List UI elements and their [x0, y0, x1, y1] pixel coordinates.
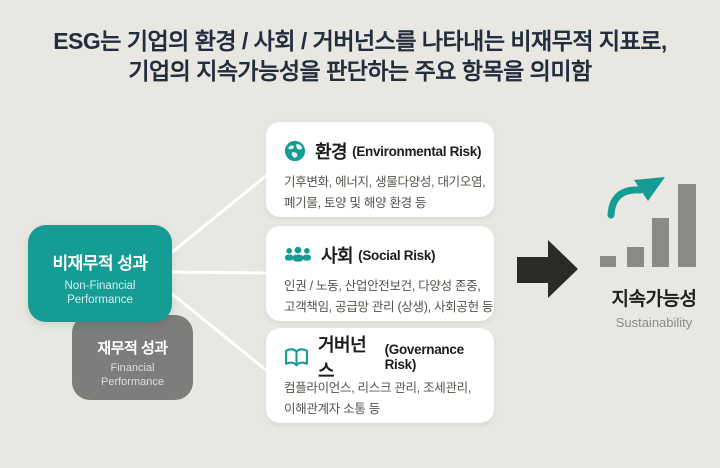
- card-governance: 거버넌스 (Governance Risk) 컴플라이언스, 리스크 관리, 조…: [266, 328, 494, 423]
- card-governance-title: 거버넌스: [318, 335, 367, 381]
- non-financial-performance-box: 비재무적 성과 Non-Financial Performance: [28, 225, 172, 322]
- non-financial-sublabel: Non-Financial Performance: [64, 280, 136, 306]
- financial-label: 재무적 성과: [97, 340, 168, 357]
- book-icon: [285, 347, 308, 366]
- sustainability-english: Sustainability: [615, 315, 693, 330]
- card-social: 사회 (Social Risk) 인권 / 노동, 산업안전보건, 다양성 존중…: [266, 226, 494, 321]
- right-arrow-icon: [517, 240, 578, 298]
- growth-arrow-icon: [607, 177, 665, 219]
- growth-bars-icon: [600, 184, 696, 267]
- card-social-title: 사회: [321, 246, 354, 266]
- card-environment-title: 환경: [315, 142, 348, 162]
- sustainability-korean: 지속가능성: [611, 289, 697, 310]
- page-title: ESG는 기업의 환경 / 사회 / 거버넌스를 나타내는 비재무적 지표로, …: [0, 26, 720, 86]
- sustainability-label: 지속가능성 Sustainability: [592, 284, 716, 330]
- card-environment-header: 환경 (Environmental Risk): [284, 139, 494, 163]
- card-social-risk-label: (Social Risk): [358, 247, 436, 263]
- card-environment-risk-label: (Environmental Risk): [352, 143, 482, 159]
- title-line-1: ESG는 기업의 환경 / 사회 / 거버넌스를 나타내는 비재무적 지표로,: [53, 28, 667, 54]
- financial-performance-box: 재무적 성과 Financial Performance: [72, 315, 193, 400]
- card-governance-header: 거버넌스 (Governance Risk): [284, 335, 494, 381]
- title-line-2: 기업의 지속가능성을 판단하는 주요 항목을 의미함: [128, 58, 592, 84]
- card-environment-description: 기후변화, 에너지, 생물다양성, 대기오염, 폐기물, 토양 및 해양 환경 …: [284, 175, 486, 210]
- non-financial-label: 비재무적 성과: [52, 254, 148, 273]
- card-governance-risk-label: (Governance Risk): [384, 342, 465, 372]
- card-governance-description: 컴플라이언스, 리스크 관리, 조세관리, 이해관계자 소통 등: [284, 381, 472, 416]
- financial-sublabel: Financial Performance: [101, 362, 164, 388]
- card-environment: 환경 (Environmental Risk) 기후변화, 에너지, 생물다양성…: [266, 122, 494, 217]
- globe-icon: [284, 140, 306, 162]
- card-social-description: 인권 / 노동, 산업안전보건, 다양성 존중, 고객책임, 공급망 관리 (상…: [284, 279, 494, 314]
- people-icon: [284, 246, 312, 262]
- card-social-header: 사회 (Social Risk): [284, 243, 494, 267]
